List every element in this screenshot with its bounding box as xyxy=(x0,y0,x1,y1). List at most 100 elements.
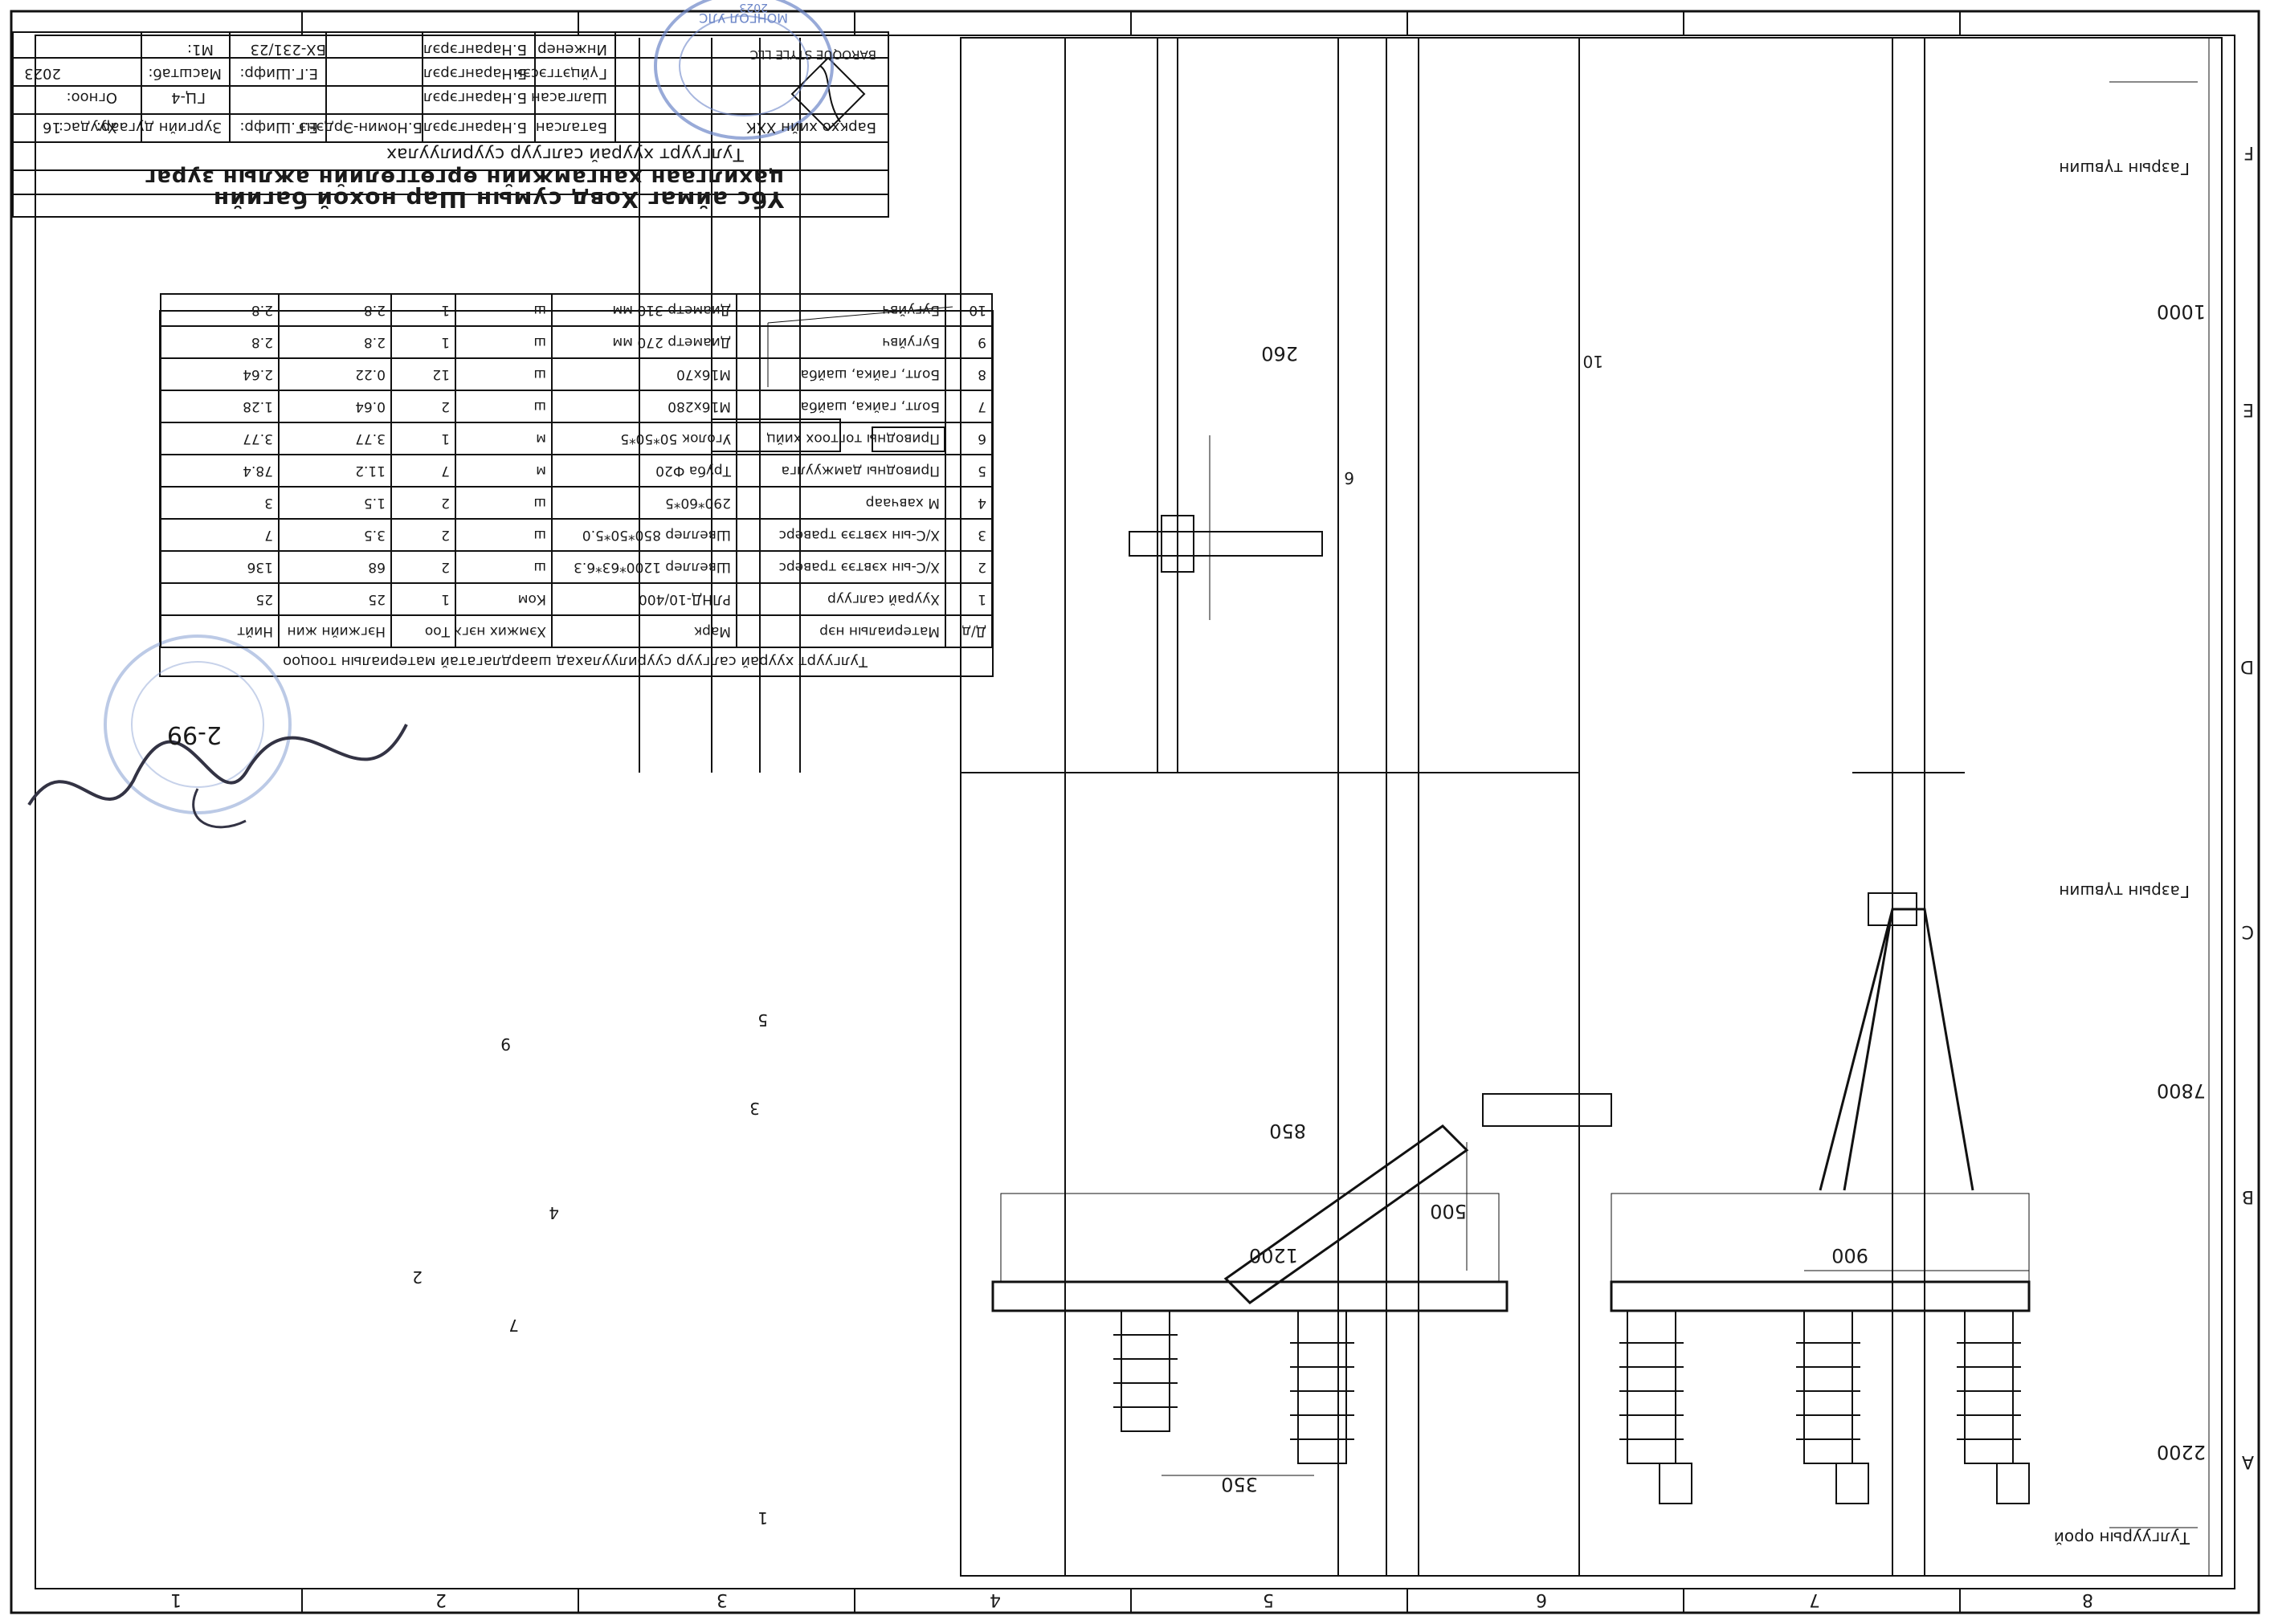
callout-5: 5 xyxy=(757,1010,768,1030)
bom-cell: 2 xyxy=(390,488,455,518)
bom-cell: 2 xyxy=(390,391,455,422)
project-code: БХ-231/23 xyxy=(250,41,327,58)
outer-frame xyxy=(10,10,2260,1614)
bom-cell: Уголок 50*50*5 xyxy=(551,423,736,454)
bom-cell: 0.22 xyxy=(278,359,390,390)
bom-header-cell: Д/д xyxy=(945,616,993,647)
bom-header-cell: Материалын нэр xyxy=(736,616,945,647)
signature-mark xyxy=(27,724,408,829)
callout-4: 4 xyxy=(549,1203,559,1222)
engineer-b: Е.Г.Шифр: xyxy=(239,65,318,82)
bom-title: Тулгуурт хуурай салгуур суурилуулахад ша… xyxy=(283,653,868,670)
bom-cell: ш xyxy=(455,552,551,582)
bom-cell: 2.8 xyxy=(160,327,278,357)
bom-cell: 12 xyxy=(390,359,455,390)
bom-cell: РЛНД-10/400 xyxy=(551,584,736,614)
bom-cell: Х/С-ын хэвтээ траверс xyxy=(736,552,945,582)
tb-name-4: Б.Нарангэрэл xyxy=(423,41,527,58)
bom-cell: Диаметр 270 мм xyxy=(551,327,736,357)
bom-header-cell: Марк xyxy=(551,616,736,647)
tb-name-2: Б.Нарангэрэл xyxy=(423,89,527,106)
bom-cell: Бугуйвч xyxy=(736,327,945,357)
sheet-value: 16 xyxy=(43,119,61,136)
plan-a-bracket xyxy=(1129,531,1323,557)
bom-cell: 1.28 xyxy=(160,391,278,422)
bom-cell: 10 xyxy=(945,295,993,325)
column-label-8: 8 xyxy=(2082,1589,2093,1610)
bom-cell: 7 xyxy=(160,520,278,550)
inner-frame xyxy=(35,35,2235,1589)
bom-cell: 9 xyxy=(945,327,993,357)
callout-3: 3 xyxy=(749,1099,760,1118)
company-name: BAROQUE STYLE LLC xyxy=(749,47,876,62)
bom-cell: М16х70 xyxy=(551,359,736,390)
bom-cell: 3 xyxy=(945,520,993,550)
callout-10: 10 xyxy=(1582,352,1603,371)
sheet-title: Тулгуурт хуурай салгуур суурилуулах xyxy=(386,144,744,164)
bom-cell: Приводны дамжуулга xyxy=(736,455,945,486)
title-line-1: Үбс аймаг Ховд сумын Шар нохой багийн xyxy=(212,186,784,213)
plan-view-a xyxy=(961,38,1579,773)
bom-header-cell: Нийт xyxy=(160,616,278,647)
bom-cell: 6 xyxy=(945,423,993,454)
side-insulators xyxy=(1113,1310,1354,1464)
bom-cell: 3.5 xyxy=(278,520,390,550)
bom-table-frame xyxy=(159,310,994,677)
front-view xyxy=(1578,37,2223,1577)
official-stamp xyxy=(654,0,834,140)
bom-cell: ш xyxy=(455,295,551,325)
label-pole-top: Тулгуурын орой xyxy=(2053,1528,2190,1548)
column-label-1: 1 xyxy=(170,1589,182,1610)
bom-cell: Приводны тогтоох хийц xyxy=(736,423,945,454)
bom-cell: Х/С-ын хэвтээ траверс xyxy=(736,520,945,550)
dim-900: 900 xyxy=(1831,1244,1868,1267)
bom-cell: ш xyxy=(455,391,551,422)
bom-cell: 25 xyxy=(160,584,278,614)
checker-label: Баркхо хийн ХХК xyxy=(745,119,876,136)
signature-note: 2-99 xyxy=(166,720,222,749)
callout-1: 1 xyxy=(757,1508,768,1528)
bom-cell: 4 xyxy=(945,488,993,518)
title-block xyxy=(12,31,889,218)
stage-label: Зургийн дугаар: xyxy=(96,119,222,136)
tb-name-1: Б.Нарангэрэл xyxy=(423,119,527,136)
scale-label: Масштаб: xyxy=(148,65,222,82)
bom-cell: М16х280 xyxy=(551,391,736,422)
row-label-f: F xyxy=(2243,142,2254,162)
bom-cell: 2 xyxy=(390,552,455,582)
column-label-4: 4 xyxy=(990,1589,1001,1610)
stamp-date: 2023 xyxy=(739,1,768,14)
side-diagonal-arm xyxy=(1223,1124,1469,1304)
bom-cell: 78.4 xyxy=(160,455,278,486)
bom-cell: ш xyxy=(455,359,551,390)
bom-cell: 3.77 xyxy=(278,423,390,454)
bom-cell: ш xyxy=(455,488,551,518)
bom-cell: 7 xyxy=(390,455,455,486)
column-label-2: 2 xyxy=(435,1589,447,1610)
stage-value: ГЦ-4 xyxy=(171,89,206,106)
tb-role-4: Инженер xyxy=(537,41,607,58)
dim-260: 260 xyxy=(1261,342,1298,365)
column-label-5: 5 xyxy=(1263,1589,1274,1610)
bom-cell: 2.8 xyxy=(160,295,278,325)
callout-2: 2 xyxy=(412,1267,423,1287)
callout-9: 9 xyxy=(500,1034,511,1054)
bom-cell: М хавчаар xyxy=(736,488,945,518)
scale-value: М1: xyxy=(186,41,214,58)
callout-7: 7 xyxy=(508,1316,519,1335)
bom-cell: 2 xyxy=(945,552,993,582)
row-label-e: E xyxy=(2243,399,2254,419)
